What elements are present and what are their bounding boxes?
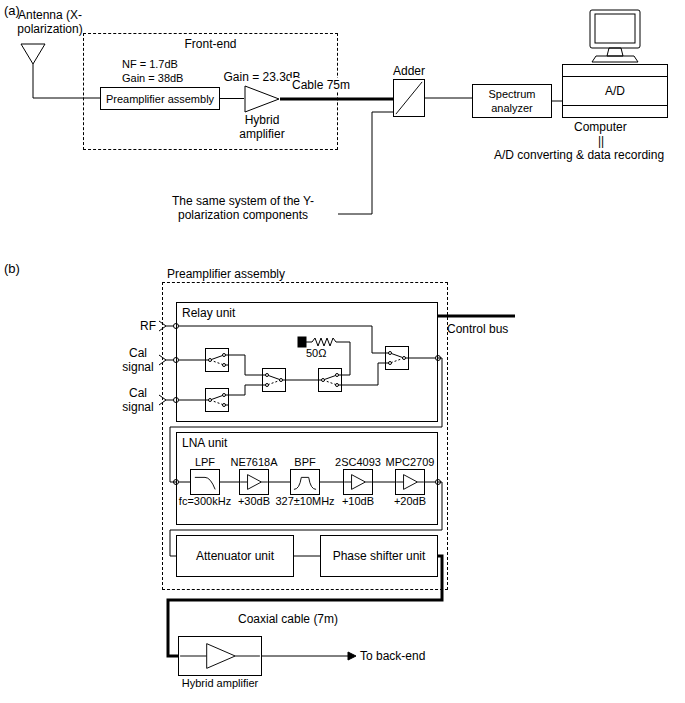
amplifier-stage: NE7618A+30dB [239,456,269,508]
signal-line [170,358,442,482]
node-label: Front-end [84,37,337,52]
panel-letter: (b) [4,262,20,276]
node-label: LNA unit [182,436,227,451]
node-label: Gain = 23.3dB [223,70,300,85]
lpf-symbol [190,469,220,495]
signal-name: Cal signal [120,386,156,414]
node-label: 2SC4093 [335,456,381,469]
attenuator-unit: Attenuator unit [176,535,294,577]
adder-symbol [393,79,425,117]
node-label: Adder [393,63,425,79]
spec-label: NF = 1.7dB [122,57,178,71]
lowpass-filter: LPFfc=300kHz [190,456,220,508]
node-label: +30dB [238,495,270,508]
computer-label: Computer [574,120,627,134]
node-label: Attenuator unit [196,549,274,564]
amp-drawing [344,470,372,494]
node-label: NE7618A [230,456,277,469]
computer-monitor [590,10,640,62]
equals-mark: || [598,134,604,148]
preamplifier-assembly-group: Preamplifier assemblyRelay unitLNA unitL… [162,282,448,590]
computer-label: A/D converting & data recording [494,148,664,162]
signal-line [425,98,472,99]
amplifier-stage: 2SC4093+10dB [343,456,373,508]
amp-drawing [240,470,268,494]
output-label: To back-end [360,649,425,663]
node-label: Phase shifter unit [333,549,426,564]
node-label: +20dB [394,495,426,508]
hyb-symbol [178,636,262,676]
amplifier-stage: MPC2709+20dB [395,456,425,508]
amp-symbol [343,469,373,495]
signal-line [320,482,343,483]
node-label: Spectrum analyzer [477,87,547,115]
signal-name: Cal signal [120,346,156,374]
signal-line [220,98,244,99]
y-polarization-wire [338,112,393,214]
lpf-drawing [191,470,219,494]
bandpass-filter: BPF327±10MHz [290,456,320,508]
tri-symbol [244,85,280,113]
hyb-drawing [179,637,261,675]
amp-symbol [239,469,269,495]
signal-line [220,482,239,483]
node-label: A/D [563,76,667,106]
bpf-symbol [290,469,320,495]
node-label: Preamplifier assembly [106,92,214,106]
lna-unit: LNA unitLPFfc=300kHzNE7618A+30dBBPF327±1… [176,432,438,525]
bpf-drawing [291,470,319,494]
signal-line [373,482,395,483]
signal-line [552,101,562,102]
node-label: MPC2709 [386,456,435,469]
ad-converter-box: A/D [562,64,668,118]
amp-symbol [395,469,425,495]
relay-wiring [159,316,515,412]
node-label: LPF [195,456,215,469]
signal-line [269,482,290,483]
spectrum-analyzer-box: Spectrum analyzer [472,84,552,118]
amp-drawing [396,470,424,494]
output-arrow [262,652,356,660]
signal-name: RF [140,319,156,333]
edge-label: Coaxial cable (7m) [236,612,340,626]
node-label: Hybrid amplifier [232,113,292,141]
node-label: Preamplifier assembly [167,267,285,282]
node-label: fc=300kHz [179,495,231,508]
spec-label: Gain = 38dB [122,71,183,85]
node-label: +10dB [342,495,374,508]
antenna-label: Antenna (X-polarization) [2,8,98,36]
phase-shifter-unit: Phase shifter unit [320,535,438,577]
cable-line [280,98,393,101]
adder-box: Adder [389,63,429,117]
relay-unit: Relay unit [176,302,438,422]
resistor-value: 50Ω [306,346,326,360]
node-label: Relay unit [182,306,235,321]
bus-label: Control bus [447,322,508,336]
signal-line [294,556,320,557]
note-label: The same system of the Y-polarization co… [152,194,334,222]
node-label: BPF [294,456,315,469]
panel-letter: (a) [4,4,20,18]
node-label: 327±10MHz [275,495,334,508]
preamplifier-box: Preamplifier assembly [100,87,220,110]
edge-label: Cable 75m [290,78,352,92]
tri-drawing [244,85,280,113]
hybrid-amplifier-box: Hybrid amplifier [178,636,262,691]
adder-drawing [394,80,424,116]
antenna-symbol [21,44,100,98]
node-label: Hybrid amplifier [182,676,258,691]
